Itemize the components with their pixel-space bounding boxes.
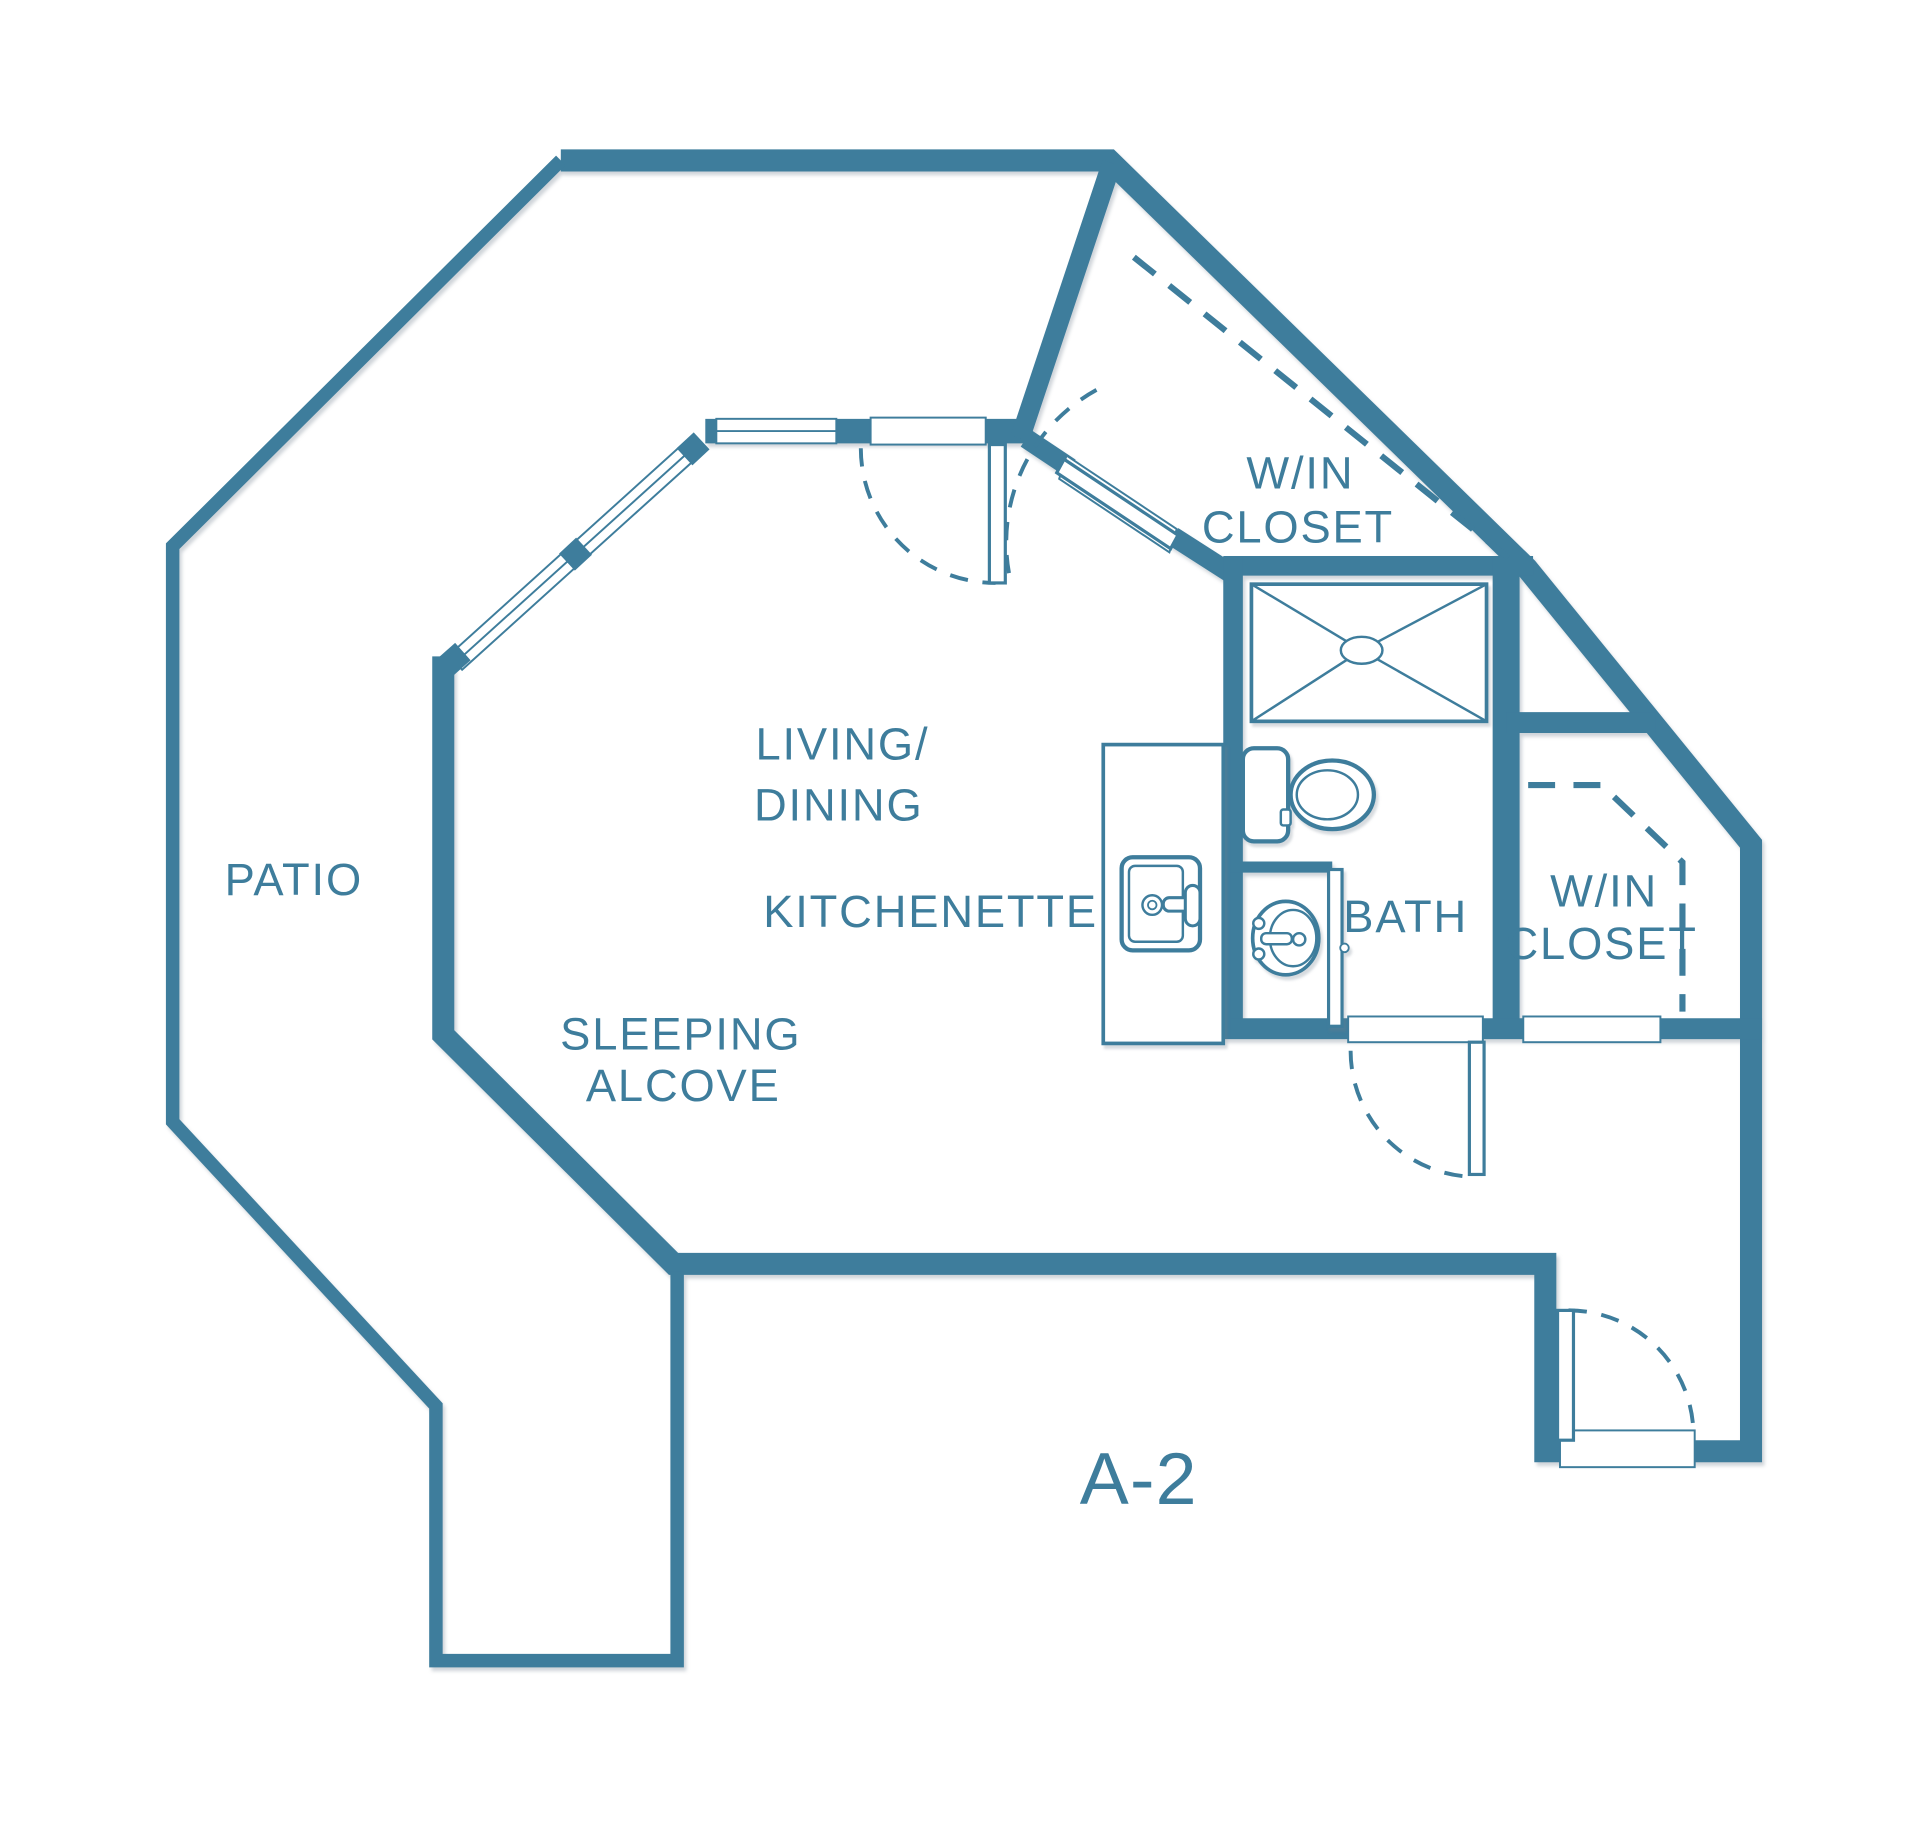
toilet-bowl	[1288, 758, 1377, 832]
bath-sink-drain	[1291, 931, 1307, 947]
diagonal-window-top-post	[676, 432, 710, 466]
sleeping-label-line2: ALCOVE	[586, 1060, 781, 1111]
kitchenette-label: KITCHENETTE	[763, 886, 1098, 937]
shower	[1249, 582, 1489, 724]
toilet-flush-lever	[1279, 808, 1292, 827]
bath-label: BATH	[1343, 891, 1468, 942]
vestibule-wall	[1010, 159, 1122, 442]
toilet	[1240, 746, 1377, 844]
closet-right-label-line1: W/IN	[1550, 865, 1658, 916]
closet-right-label-line2: CLOSET	[1506, 918, 1698, 969]
kitchen-faucet-handle	[1183, 883, 1202, 928]
sleeping-label-line1: SLEEPING	[560, 1009, 801, 1060]
fixtures	[1101, 582, 1489, 1046]
bath-sink	[1250, 899, 1321, 977]
living-label-line2: DINING	[754, 780, 924, 831]
entry-door-swing-arc	[1568, 1308, 1696, 1436]
closet-top-label-line2: CLOSET	[1202, 502, 1394, 553]
room-labels: PATIO LIVING/ DINING KITCHENETTE SLEEPIN…	[225, 448, 1698, 1520]
living-door-leaf	[987, 442, 1007, 585]
bath-sink-knob-cold	[1252, 947, 1266, 961]
toilet-bowl-rim	[1295, 769, 1360, 821]
unit-label: A-2	[1080, 1437, 1198, 1520]
diagonal-window-mullion	[559, 537, 592, 571]
exterior-wall	[432, 149, 1763, 1463]
bath-sink-spout	[1260, 931, 1294, 946]
living-label-line1: LIVING/	[755, 718, 929, 769]
entry-door-threshold	[1559, 1429, 1696, 1469]
patio-label: PATIO	[225, 854, 363, 905]
bath-door-leaf	[1467, 1040, 1486, 1177]
alcove-door-knob	[1339, 942, 1350, 954]
bath-door-opening	[1347, 1015, 1484, 1044]
openings-and-doors	[433, 384, 1696, 1469]
closet-top-rod-dashed-line	[1131, 254, 1521, 569]
bath-door-swing-arc	[1348, 1050, 1477, 1179]
closet-right-opening	[1522, 1015, 1662, 1044]
closet-rod-lines	[1131, 254, 1686, 1012]
living-door-swing-arc	[858, 448, 996, 585]
shower-drain	[1339, 635, 1384, 665]
toilet-tank	[1240, 746, 1291, 844]
bath-sink-knob-hot	[1252, 916, 1266, 931]
patio-wall	[165, 155, 684, 1668]
kitchenette-counter	[1101, 742, 1226, 1046]
closet-top-door-leaf	[1054, 456, 1181, 551]
shower-pan-slopes	[1250, 583, 1488, 723]
kitchen-sink-drain	[1141, 894, 1164, 917]
living-door-opening	[869, 416, 987, 446]
closet-top-label-line1: W/IN	[1246, 448, 1354, 499]
entry-door-leaf	[1555, 1308, 1576, 1442]
kitchen-sink-drain-center	[1147, 899, 1158, 911]
diagonal-window-end-post	[433, 642, 471, 680]
closet-top-door-swing-arc	[1004, 384, 1106, 574]
